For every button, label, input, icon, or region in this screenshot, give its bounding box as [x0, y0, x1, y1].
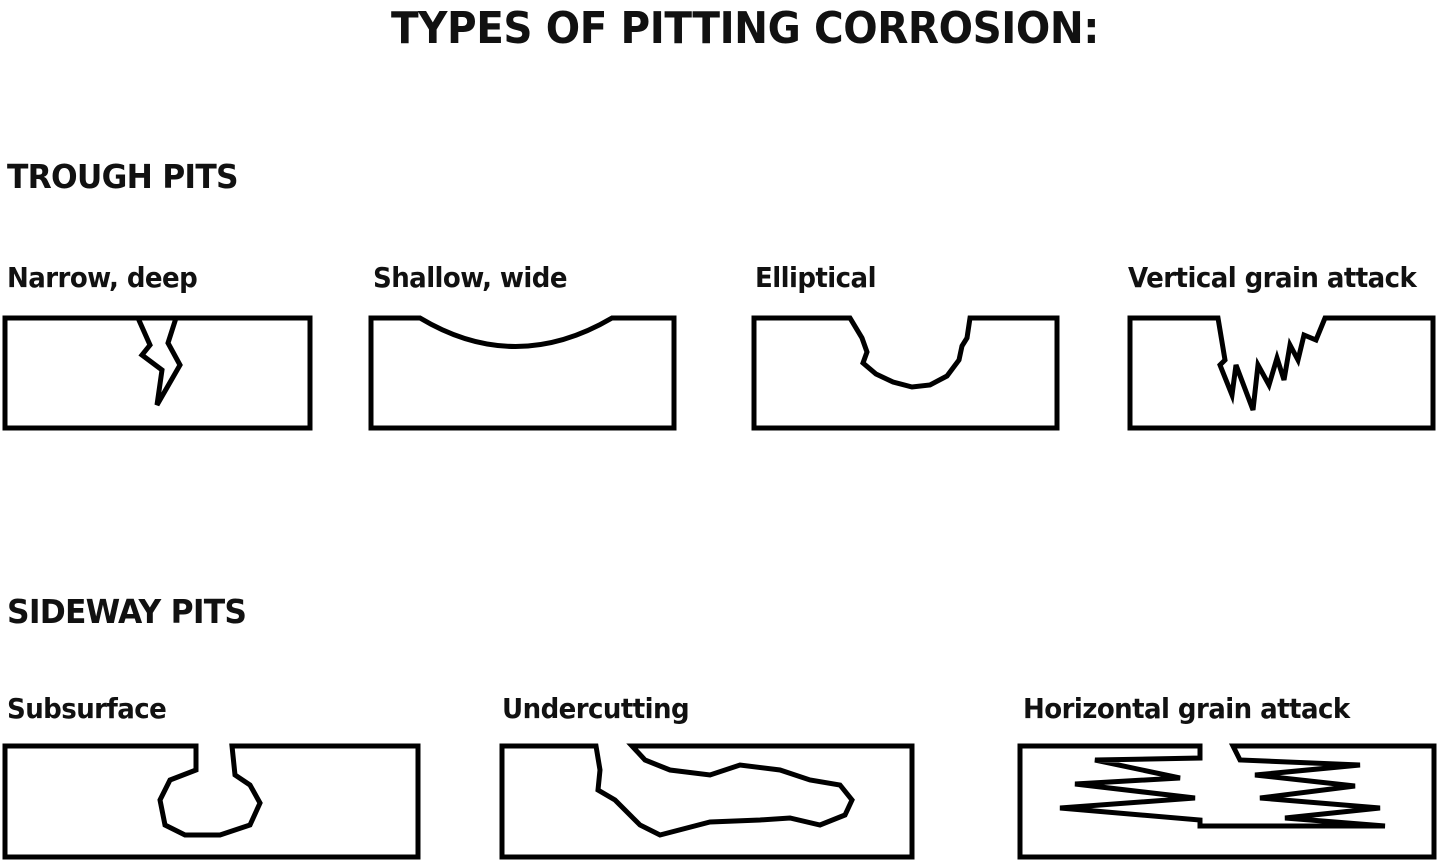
shallow-wide-label: Shallow, wide — [373, 261, 568, 294]
narrow-deep-label: Narrow, deep — [7, 261, 198, 294]
horizontal-grain-attack-pit-icon — [1017, 743, 1437, 860]
shallow-wide-pit-icon — [368, 315, 677, 431]
elliptical-label: Elliptical — [755, 261, 877, 294]
subsurface-label: Subsurface — [7, 692, 167, 725]
trough-pits-heading: TROUGH PITS — [7, 157, 239, 196]
page-title: TYPES OF PITTING CORROSION: — [391, 3, 1099, 54]
elliptical-pit-icon — [751, 315, 1060, 431]
horizontal-grain-attack-label: Horizontal grain attack — [1023, 692, 1350, 725]
vertical-grain-attack-label: Vertical grain attack — [1128, 261, 1417, 294]
vertical-grain-attack-pit-icon — [1127, 315, 1436, 431]
undercutting-label: Undercutting — [502, 692, 690, 725]
sideway-pits-heading: SIDEWAY PITS — [7, 592, 247, 631]
narrow-deep-pit-icon — [2, 315, 313, 431]
undercutting-pit-icon — [499, 743, 915, 860]
subsurface-pit-icon — [2, 743, 421, 860]
